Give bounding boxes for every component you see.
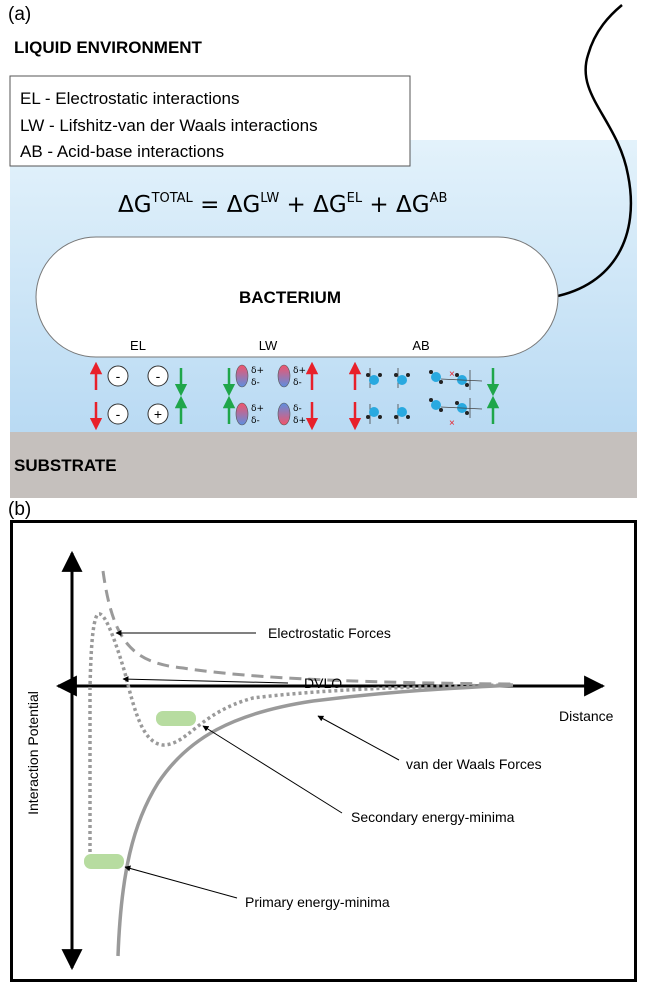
panel-a: (a) LIQUID ENVIRONMENT EL - Electrostati… [8, 4, 637, 498]
charge-label: - [116, 368, 121, 384]
eq-dg-lw: ΔG [227, 192, 261, 218]
secondary-minimum-marker [156, 711, 196, 726]
water-chain-icon: × [429, 398, 483, 429]
primary-callout-arrow [124, 865, 238, 899]
x-axis-label: Distance [559, 708, 614, 724]
charge-circle [107, 365, 129, 387]
legend-lw: LW - Lifshitz-van der Waals interactions [20, 116, 318, 135]
eq-total-sup: TOTAL [151, 191, 194, 206]
water-chain-icon: × [429, 369, 483, 390]
eq-lw-sup: LW [260, 191, 279, 206]
equation: ΔGTOTAL = ΔGLW + ΔGEL + ΔGAB [118, 191, 447, 218]
flagellum [552, 4, 633, 299]
ab-label: AB [412, 338, 429, 353]
dipole-pos: δ+ [293, 366, 306, 376]
dipole-neg: δ- [293, 378, 302, 388]
charge-circle [147, 365, 169, 387]
charge-circle [107, 403, 129, 425]
electrostatic-callout: Electrostatic Forces [268, 625, 391, 641]
dipole-neg: δ- [251, 416, 260, 426]
dipole-icon [277, 402, 291, 426]
eq-equals: = [193, 192, 227, 218]
eq-dg-el: ΔG [313, 192, 347, 218]
panel-b-label: (b) [8, 499, 31, 520]
eq-dg-total: ΔG [118, 192, 152, 218]
eq-plus-1: + [279, 192, 313, 218]
legend-box [9, 75, 411, 167]
dipole-icon [235, 402, 249, 426]
legend-ab: AB - Acid-base interactions [20, 142, 224, 161]
bacterium-body [35, 236, 559, 358]
charge-label: - [116, 406, 121, 422]
substrate-label: SUBSTRATE [14, 456, 117, 475]
dipole-pos: δ+ [293, 416, 306, 426]
svg-text:×: × [449, 369, 455, 380]
liquid-environment-title: LIQUID ENVIRONMENT [14, 38, 203, 57]
panel-b-label-area: (b) [8, 499, 31, 520]
dvlo-callout-arrow [122, 676, 289, 684]
secondary-callout-arrow [202, 725, 343, 814]
charge-label: - [156, 368, 161, 384]
panel-b-frame: Interaction Potential Distance Electrost… [10, 520, 637, 982]
el-label: EL [130, 338, 146, 353]
panel-a-diagram: (a) LIQUID ENVIRONMENT EL - Electrostati… [8, 4, 637, 498]
y-axis-label: Interaction Potential [25, 691, 41, 815]
charge-circle [147, 403, 169, 425]
bacterium-label: BACTERIUM [239, 288, 341, 307]
vdw-callout-arrow [317, 715, 400, 761]
secondary-callout: Secondary energy-minima [351, 809, 515, 825]
substrate-region [10, 432, 637, 498]
primary-minimum-marker [84, 854, 124, 869]
panel-a-label: (a) [8, 4, 31, 25]
eq-dg-ab: ΔG [396, 192, 430, 218]
dvlo-curve [88, 612, 514, 858]
eq-ab-sup: AB [430, 191, 448, 206]
dipole-neg: δ- [293, 404, 302, 414]
dipole-pos: δ+ [251, 366, 264, 376]
primary-callout: Primary energy-minima [245, 894, 390, 910]
lw-label: LW [259, 338, 278, 353]
eq-plus-2: + [362, 192, 396, 218]
vdw-curve [116, 683, 514, 957]
water-molecule-icon [366, 368, 410, 388]
dipole-icon [235, 364, 249, 388]
dipole-pos: δ+ [251, 404, 264, 414]
vdw-callout: van der Waals Forces [406, 756, 542, 772]
svg-text:×: × [449, 418, 455, 429]
dvlo-callout: DVLO [304, 675, 342, 691]
charge-label: + [154, 406, 162, 422]
eq-el-sup: EL [347, 191, 363, 206]
water-molecule-icon [366, 404, 410, 424]
potential-diagram: Interaction Potential Distance Electrost… [25, 550, 614, 971]
dipole-icon [277, 364, 291, 388]
legend-el: EL - Electrostatic interactions [20, 89, 240, 108]
dipole-neg: δ- [251, 378, 260, 388]
